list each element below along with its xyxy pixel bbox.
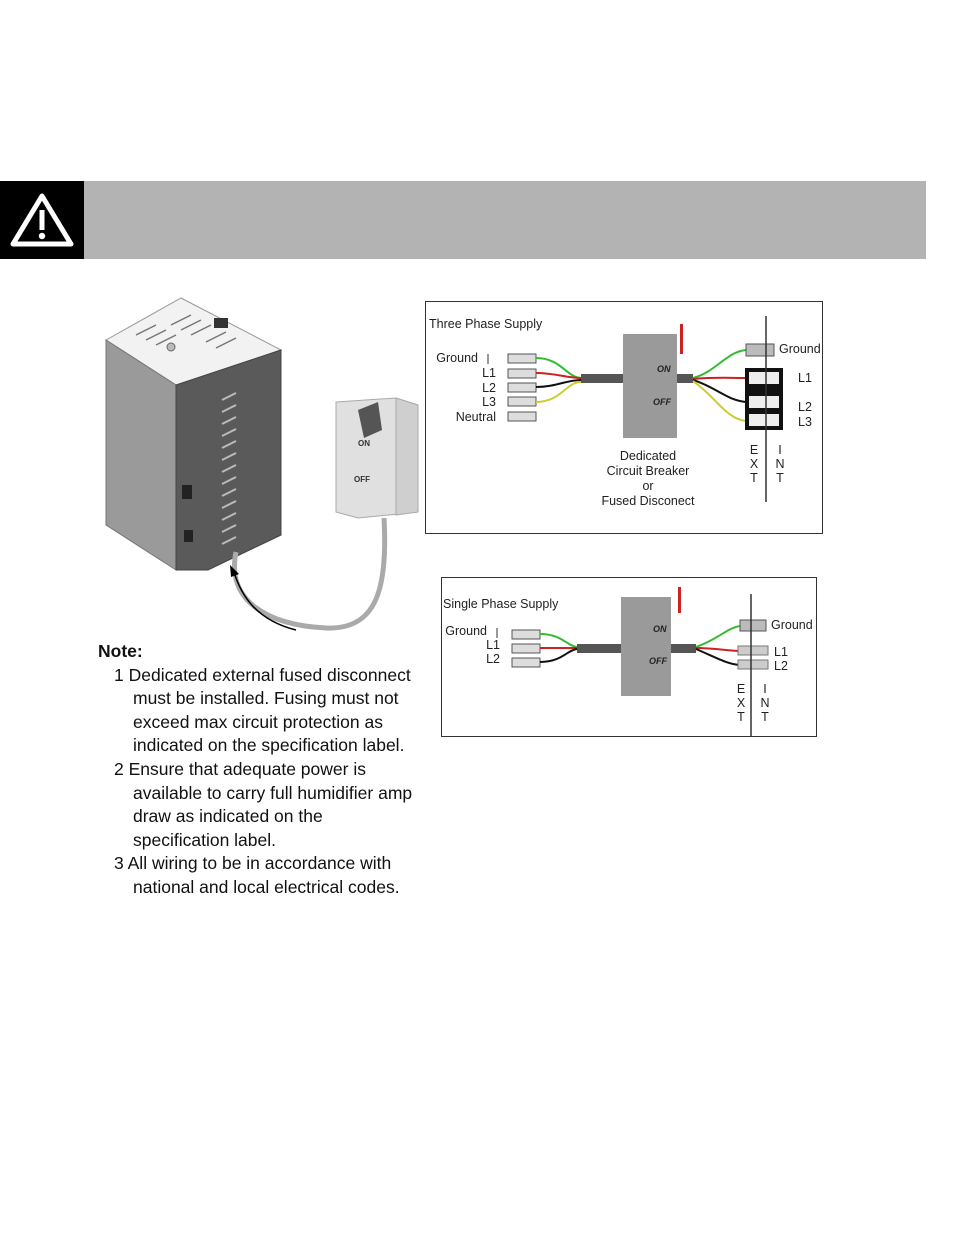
single-phase-int-n: N: [760, 696, 769, 710]
note-item-1: 1 Dedicated external fused disconnect mu…: [114, 664, 411, 756]
single-phase-l2-right-label: L2: [774, 659, 788, 673]
three-phase-caption-3: or: [642, 479, 653, 493]
three-phase-int-n: N: [775, 457, 784, 471]
single-phase-l1-right-label: L1: [774, 645, 788, 659]
three-phase-ext-x: X: [750, 457, 759, 471]
three-phase-l2-right-label: L2: [798, 400, 812, 414]
warning-triangle-icon: [10, 193, 74, 247]
three-phase-caption-1: Dedicated: [620, 449, 676, 463]
single-phase-diagram: Single Phase Supply Ground L1 L2 ON OFF …: [441, 577, 817, 737]
single-phase-ground-label: Ground: [445, 624, 487, 638]
three-phase-ground-right-label: Ground: [779, 342, 821, 356]
single-phase-int-t: T: [761, 710, 769, 724]
installation-notes: Note: 1 Dedicated external fused disconn…: [98, 640, 418, 900]
three-phase-ext-t: T: [750, 471, 758, 485]
single-phase-on-label: ON: [653, 624, 667, 634]
note-title: Note:: [98, 641, 143, 661]
three-phase-int-i: I: [778, 443, 781, 457]
unit-switch-on-label: ON: [358, 439, 370, 448]
three-phase-ext-e: E: [750, 443, 758, 457]
single-phase-off-label: OFF: [649, 656, 667, 666]
three-phase-on-label: ON: [657, 364, 671, 374]
single-phase-ground-right-label: Ground: [771, 618, 813, 632]
single-phase-int-i: I: [763, 682, 766, 696]
single-phase-l2-label: L2: [486, 652, 500, 666]
single-phase-ext-e: E: [737, 682, 745, 696]
three-phase-l1-right-label: L1: [798, 371, 812, 385]
three-phase-caption-4: Fused Disconect: [601, 494, 695, 508]
single-phase-l1-label: L1: [486, 638, 500, 652]
three-phase-diagram: Three Phase Supply Ground L1 L2 L3 Neutr…: [425, 301, 823, 534]
three-phase-off-label: OFF: [653, 397, 671, 407]
single-phase-title: Single Phase Supply: [443, 597, 559, 611]
three-phase-int-t: T: [776, 471, 784, 485]
three-phase-ground-label: Ground: [436, 351, 478, 365]
three-phase-title: Three Phase Supply: [429, 317, 543, 331]
warning-icon-box: [0, 181, 84, 259]
three-phase-l3-label: L3: [482, 395, 496, 409]
three-phase-neutral-label: Neutral: [456, 410, 496, 424]
three-phase-l3-right-label: L3: [798, 415, 812, 429]
note-item-3: 3 All wiring to be in accordance with na…: [114, 853, 400, 897]
three-phase-caption-2: Circuit Breaker: [607, 464, 690, 478]
unit-switch-off-label: OFF: [354, 475, 370, 484]
single-phase-ext-x: X: [737, 696, 746, 710]
three-phase-l2-label: L2: [482, 381, 496, 395]
humidifier-unit-illustration: ON OFF: [105, 297, 419, 631]
three-phase-l1-label: L1: [482, 366, 496, 380]
warning-banner: [0, 181, 926, 259]
single-phase-ext-t: T: [737, 710, 745, 724]
note-item-2: 2 Ensure that adequate power is availabl…: [114, 758, 413, 850]
